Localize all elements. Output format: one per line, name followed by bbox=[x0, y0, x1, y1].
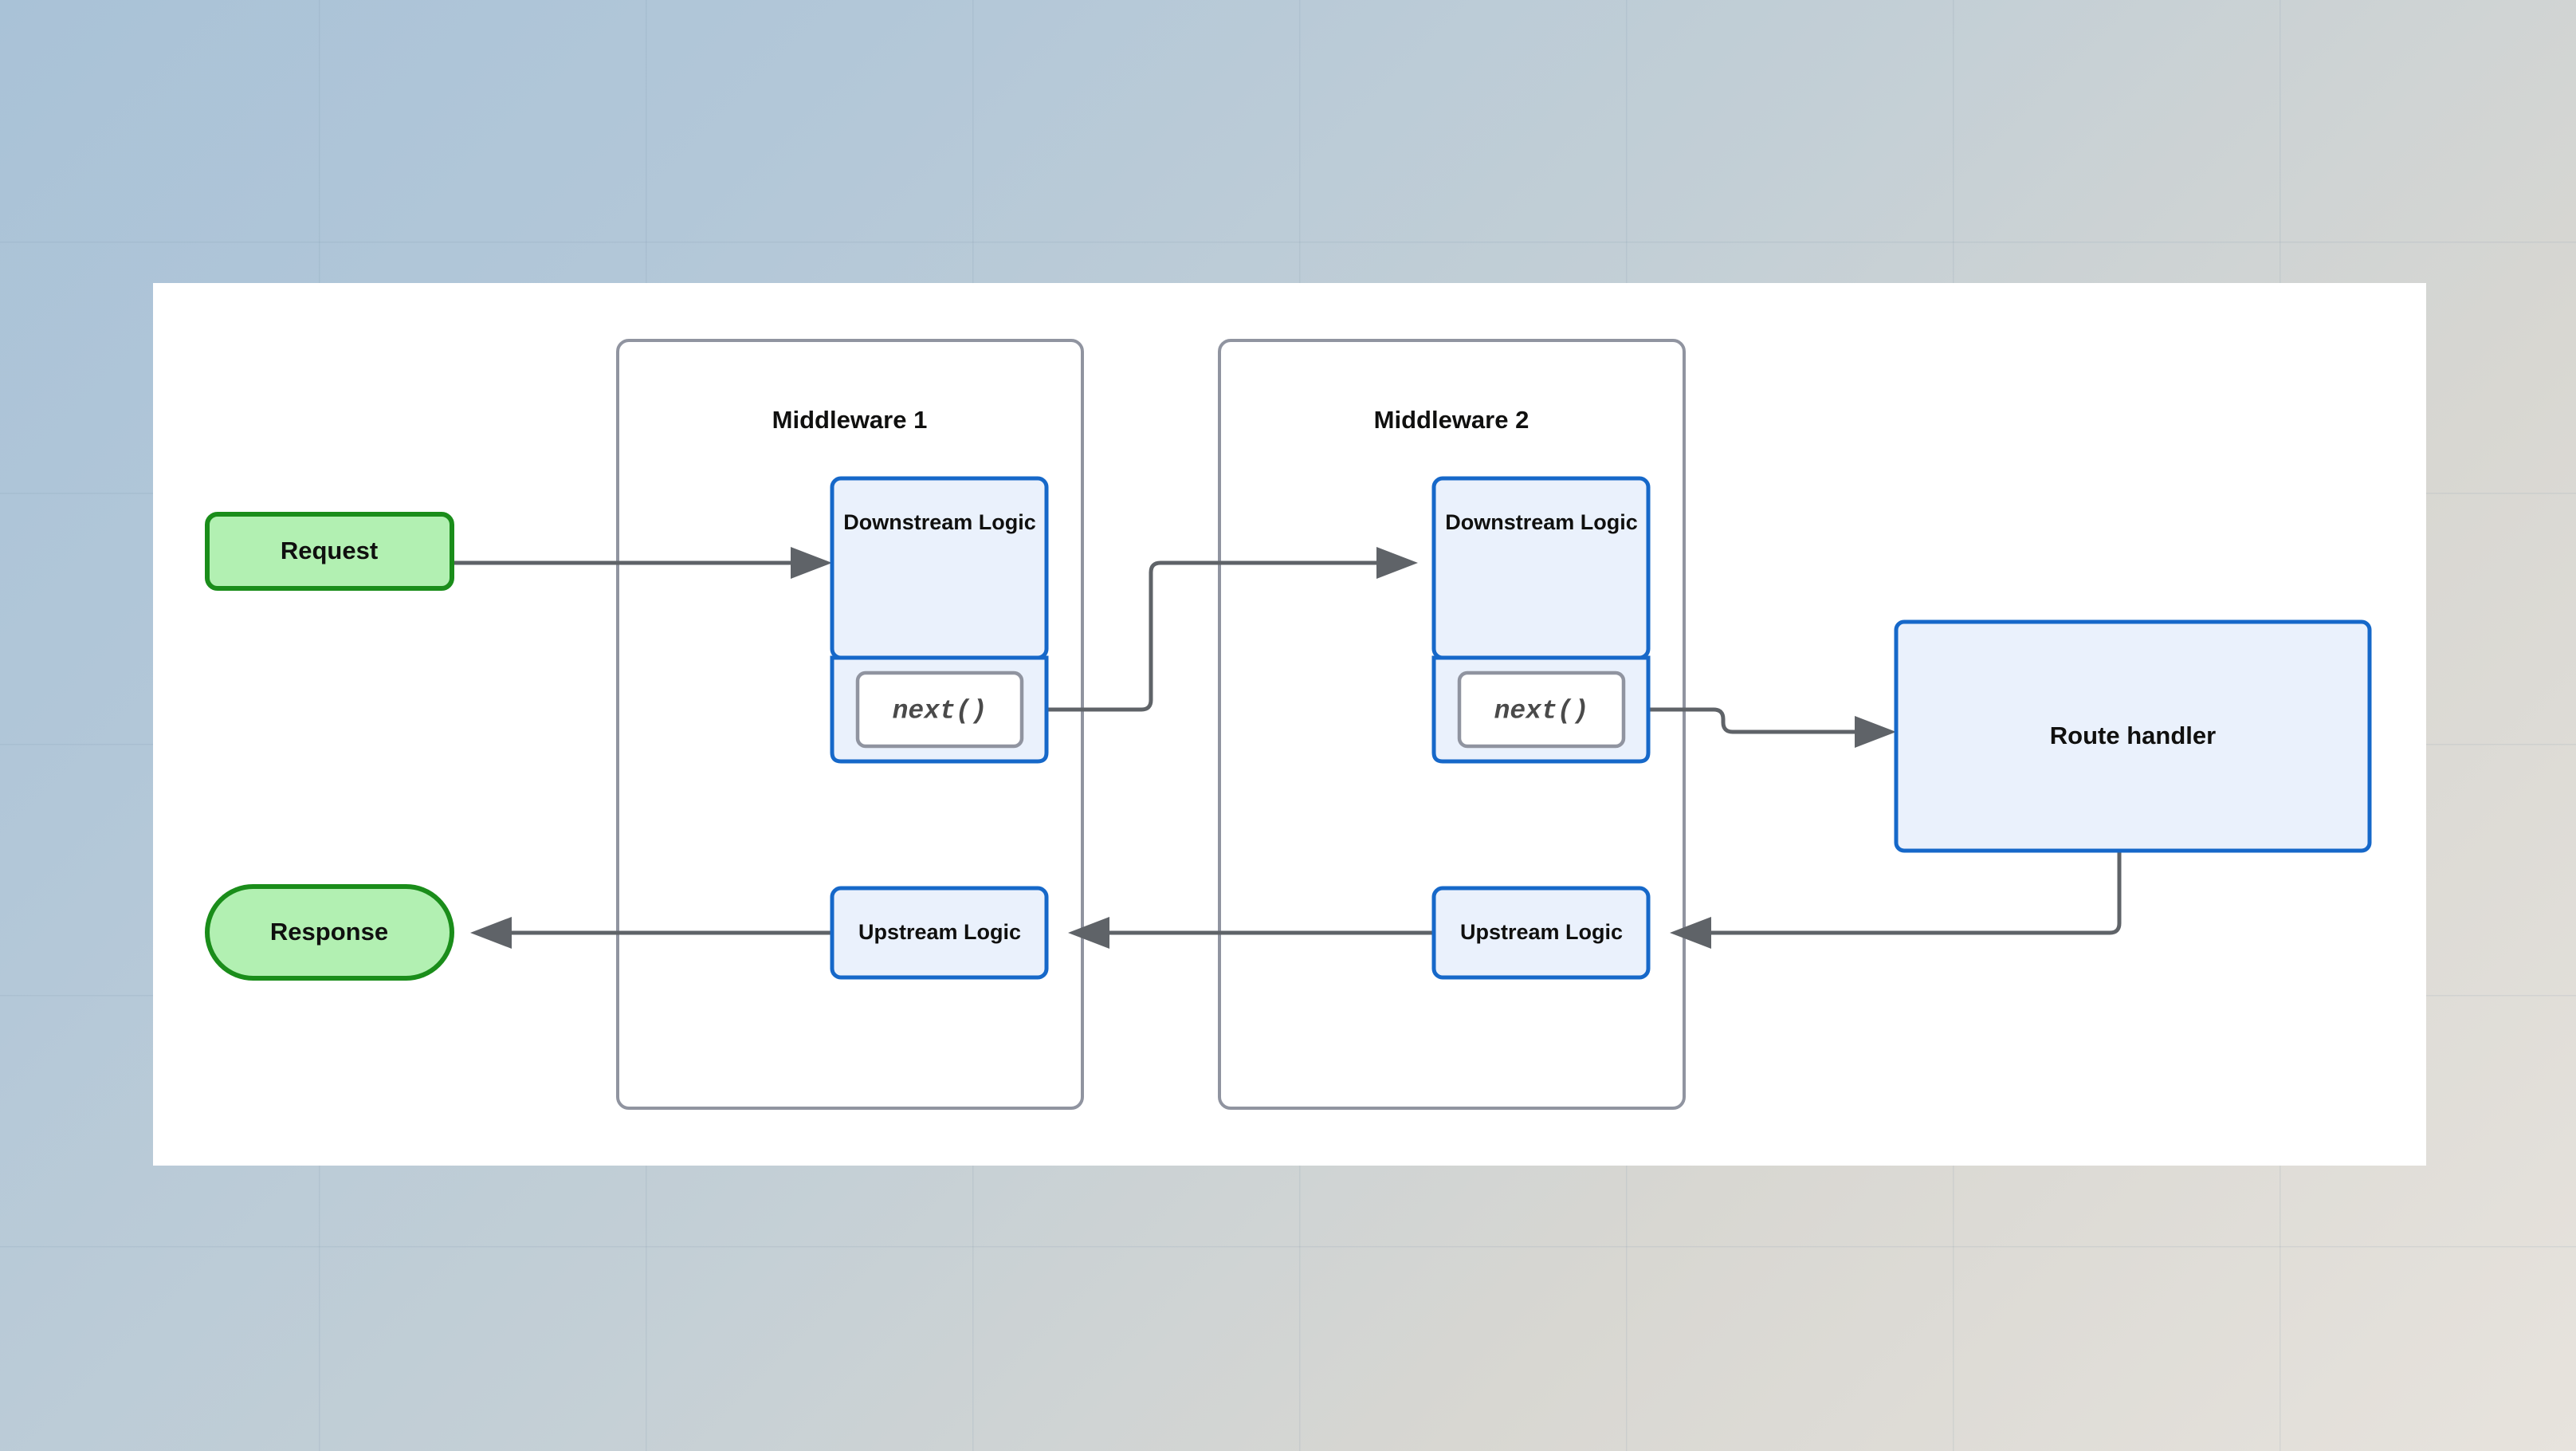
route-handler-box[interactable] bbox=[1894, 619, 2372, 853]
connector-mw1up-to-response bbox=[470, 917, 841, 949]
mw2-downstream-label: Downstream Logic bbox=[1445, 510, 1638, 534]
arrowhead-icon bbox=[1670, 917, 1711, 949]
flowchart-svg: Middleware 1 Middleware 2 bbox=[205, 339, 2372, 1110]
mw1-next-box-front[interactable] bbox=[855, 670, 1024, 749]
node-mw2-downstream-shell: next() bbox=[1431, 655, 1651, 764]
node-response[interactable]: Response bbox=[205, 884, 454, 981]
arrowhead-icon bbox=[470, 917, 512, 949]
route-handler-label: Route handler bbox=[2050, 722, 2216, 749]
middleware-1-title: Middleware 1 bbox=[772, 406, 928, 434]
response-label: Response bbox=[270, 918, 388, 946]
mw1-next-label-front: next() bbox=[893, 697, 988, 726]
connector-mw2next-to-route bbox=[1646, 707, 1896, 748]
node-mw2-upstream[interactable]: Upstream Logic bbox=[1431, 886, 1651, 980]
node-mw1-upstream[interactable]: Upstream Logic bbox=[830, 886, 1049, 980]
node-mw1-downstream-shell: next() bbox=[830, 655, 1049, 764]
arrowhead-icon bbox=[791, 547, 832, 579]
mw1-downstream-box[interactable] bbox=[830, 476, 1049, 660]
mw1-upstream-label: Upstream Logic bbox=[858, 920, 1021, 944]
node-request[interactable]: Request bbox=[205, 512, 454, 591]
request-box[interactable] bbox=[205, 512, 454, 591]
mw2-next-box[interactable] bbox=[1457, 670, 1626, 749]
mw2-upstream-box[interactable] bbox=[1431, 886, 1651, 980]
diagram-canvas: Middleware 1 Middleware 2 bbox=[153, 283, 2426, 1166]
mw1-upstream-box[interactable] bbox=[830, 886, 1049, 980]
mw1-downstream-label: Downstream Logic bbox=[843, 510, 1036, 534]
node-route-handler[interactable]: Route handler bbox=[1894, 619, 2372, 853]
arrowhead-icon bbox=[1068, 917, 1109, 949]
connector-mw2up-to-mw1up bbox=[1068, 917, 1443, 949]
mw2-upstream-label: Upstream Logic bbox=[1460, 920, 1623, 944]
mw2-downstream-box[interactable] bbox=[1431, 476, 1651, 660]
response-box[interactable] bbox=[205, 884, 454, 981]
request-label: Request bbox=[281, 537, 378, 564]
arrowhead-icon bbox=[1376, 547, 1418, 579]
node-mw2-downstream[interactable]: Downstream Logic bbox=[1431, 476, 1651, 660]
middleware-2-title: Middleware 2 bbox=[1374, 406, 1530, 434]
connector-route-to-mw2up bbox=[1670, 848, 2122, 949]
mw2-next-label: next() bbox=[1494, 697, 1589, 726]
connector-mw1next-to-mw2 bbox=[1044, 547, 1418, 712]
connector-request-to-mw1 bbox=[450, 547, 832, 579]
arrowhead-icon bbox=[1855, 716, 1896, 748]
